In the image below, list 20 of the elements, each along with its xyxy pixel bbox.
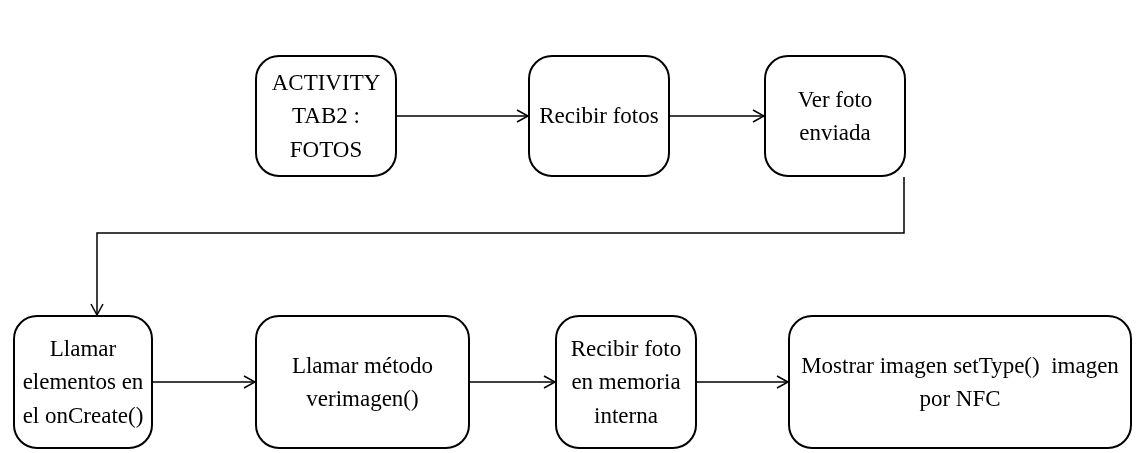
process-box [764, 55, 906, 177]
box-label: Ver foto enviada [796, 85, 874, 147]
process-box [13, 315, 153, 449]
arrow [396, 109, 529, 123]
arrow [469, 375, 556, 389]
arrow [90, 176, 905, 316]
process-box [255, 315, 470, 449]
box-label: Llamar método verimagen() [290, 351, 435, 413]
process-box [255, 55, 397, 177]
process-box [788, 315, 1132, 449]
arrow [669, 109, 765, 123]
box-label: ACTIVITY TAB2 : FOTOS [270, 69, 382, 164]
box-label: Llamar elementos en el onCreate() [21, 335, 145, 430]
process-box [555, 315, 697, 449]
arrow [152, 375, 256, 389]
box-label: Recibir foto en memoria interna [569, 335, 683, 430]
arrow [696, 375, 789, 389]
box-label: Mostrar imagen setType() imagen por NFC [800, 351, 1120, 413]
process-box [528, 55, 670, 177]
box-label: Recibir fotos [539, 102, 659, 131]
